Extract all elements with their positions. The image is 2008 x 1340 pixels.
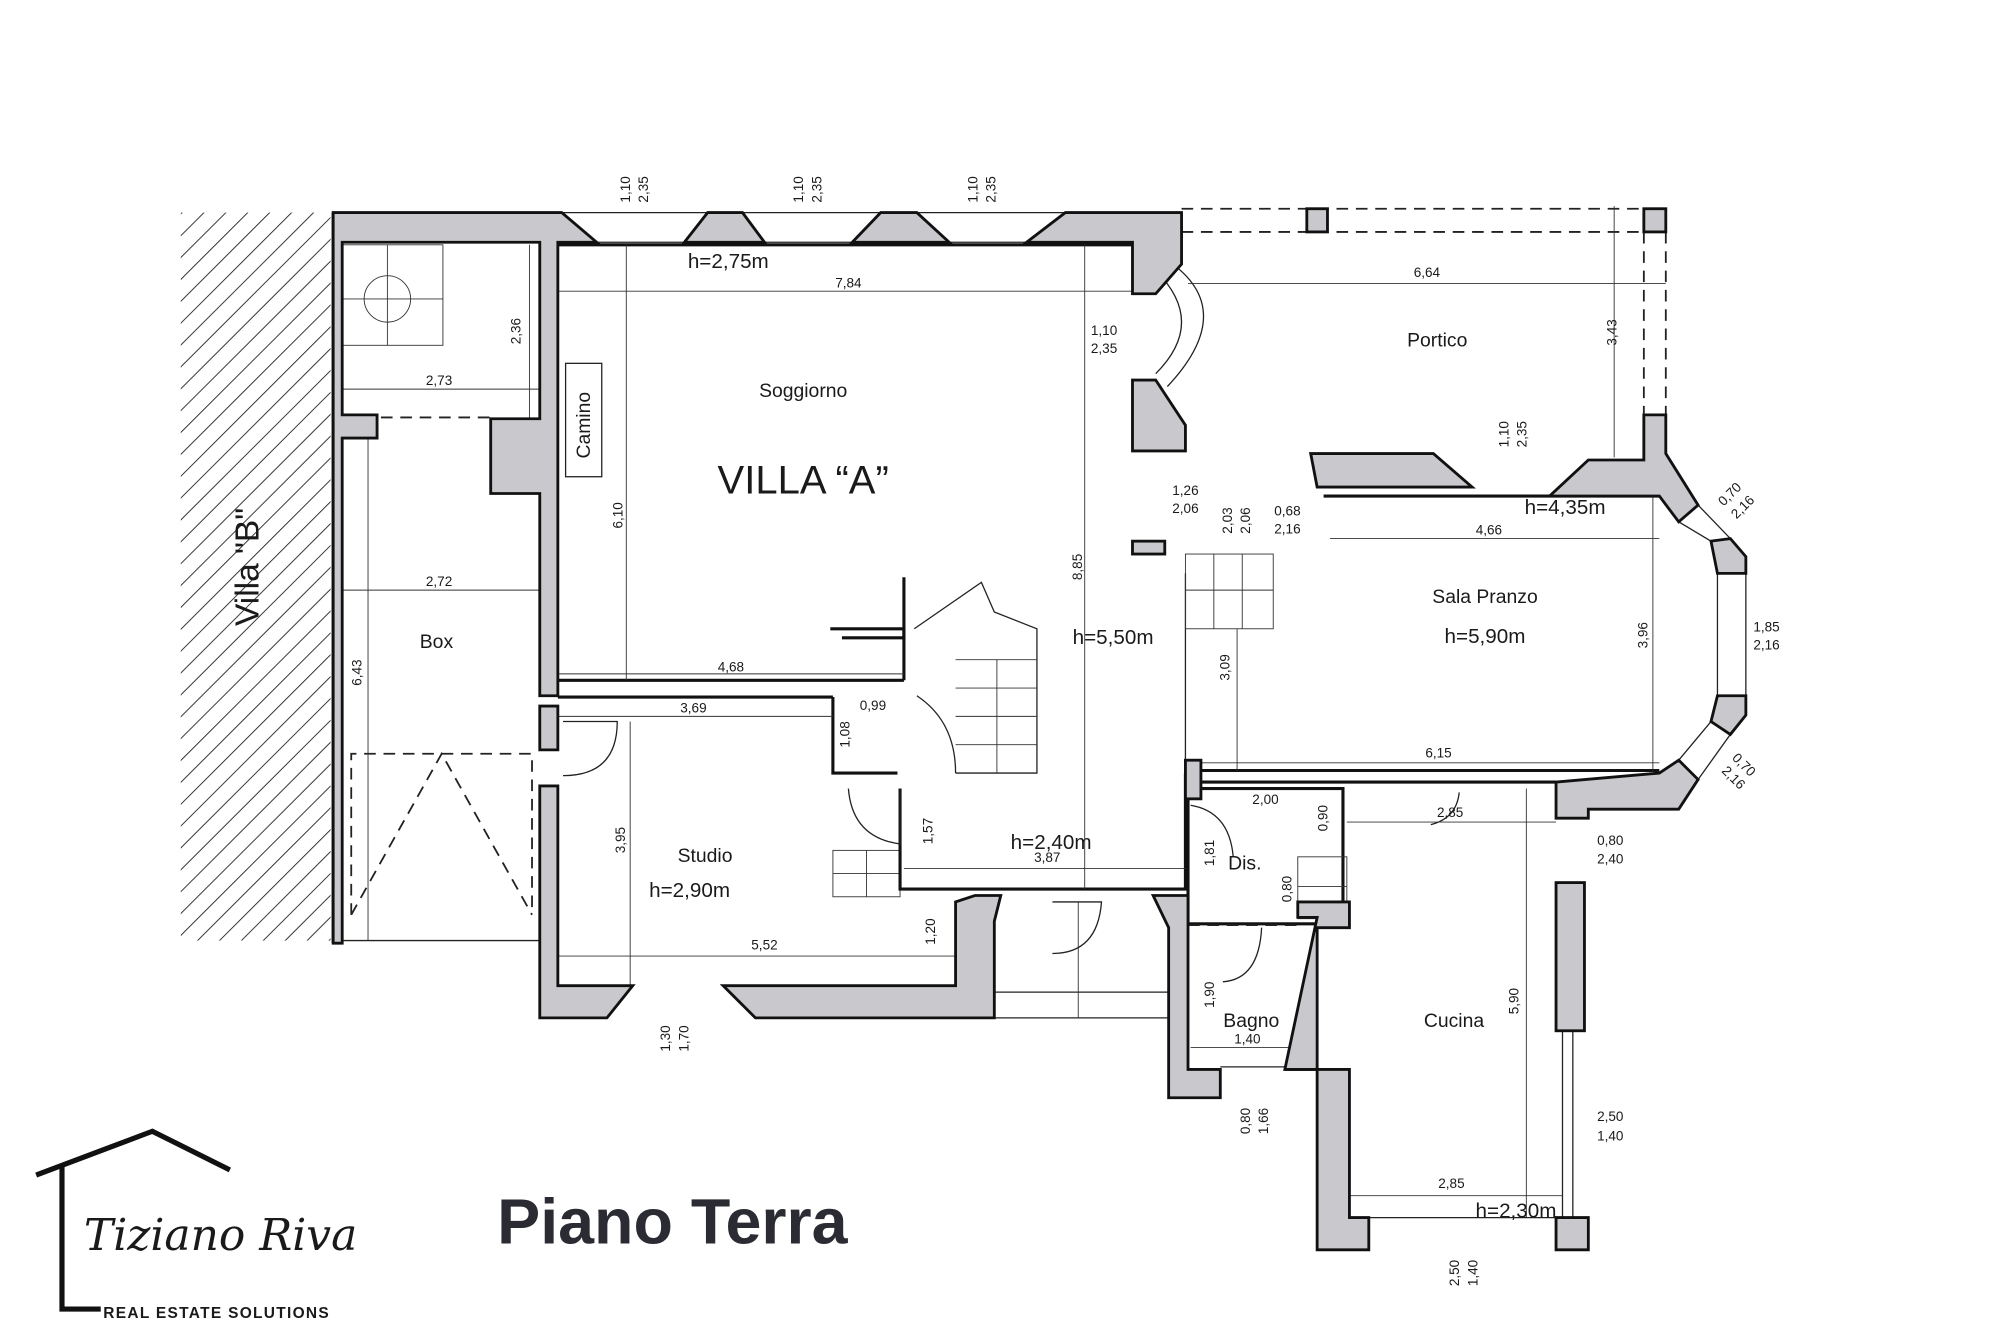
dim-label: 3,69 [680, 701, 706, 716]
dim-label: 1,08 [838, 721, 853, 747]
dim-label: 0,80 [1597, 833, 1623, 848]
dim-label: 2,06 [1238, 507, 1253, 533]
logo-name: Tiziano Riva [84, 1210, 357, 1261]
dim-label: 3,96 [1636, 622, 1651, 648]
dim-label: 2,35 [1091, 341, 1117, 356]
dim-label: 1,81 [1202, 840, 1217, 866]
room-label-camino: Camino [573, 392, 595, 459]
dim-label: 1,40 [1234, 1032, 1260, 1047]
dim-label: 0,80 [1238, 1108, 1253, 1134]
dim-label: 2,35 [809, 176, 824, 202]
dim-label: 0,99 [860, 698, 886, 713]
dim-label: 1,10 [618, 176, 633, 202]
dim-label: 1,10 [1091, 323, 1117, 338]
dim-label: 6,15 [1425, 746, 1451, 761]
dim-label: 8,85 [1070, 554, 1085, 580]
dim-label: 1,10 [791, 176, 806, 202]
height-disimpegno: h=2,40m [1011, 831, 1092, 854]
dim-label: 2,85 [1438, 1176, 1464, 1191]
dim-label: 3,95 [613, 827, 628, 853]
dim-label: 3,43 [1605, 319, 1620, 345]
dim-label: 2,35 [636, 176, 651, 202]
dim-label: 5,90 [1507, 988, 1522, 1014]
dim-label: 2,50 [1597, 1109, 1623, 1124]
dim-label: 1,20 [923, 918, 938, 944]
logo-tagline: REAL ESTATE SOLUTIONS [103, 1305, 330, 1322]
dim-label: 0,80 [1279, 876, 1294, 902]
dim-label: 2,35 [984, 176, 999, 202]
room-label-bagno: Bagno [1223, 1010, 1279, 1032]
dim-label: 2,03 [1220, 507, 1235, 533]
height-cucina: h=2,30m [1476, 1200, 1557, 1223]
dim-label: 3,09 [1217, 654, 1232, 680]
dim-label: 1,66 [1256, 1108, 1271, 1134]
dim-label: 2,35 [1514, 421, 1529, 447]
height-sala-pranzo: h=5,90m [1445, 625, 1526, 648]
dim-label: 2,72 [426, 574, 452, 589]
room-label-dis: Dis. [1228, 853, 1261, 875]
room-label-studio: Studio [678, 845, 733, 867]
room-label-box: Box [420, 631, 454, 653]
dim-label: 1,30 [658, 1025, 673, 1051]
dim-label: 2,16 [1274, 521, 1300, 536]
dim-label: 4,68 [718, 659, 744, 674]
dim-label: 1,10 [966, 176, 981, 202]
company-logo: Tiziano Riva REAL ESTATE SOLUTIONS [35, 1128, 357, 1322]
room-label-sala-pranzo: Sala Pranzo [1432, 586, 1537, 608]
dim-label: 5,52 [751, 938, 777, 953]
room-label-portico: Portico [1407, 330, 1467, 352]
height-portico: h=4,35m [1525, 496, 1606, 519]
dim-label: 2,00 [1252, 792, 1278, 807]
villa-b-label: Villa "B" [229, 508, 266, 626]
walls [331, 207, 1748, 1252]
height-studio: h=2,90m [649, 879, 730, 902]
room-label-cucina: Cucina [1424, 1010, 1484, 1032]
dim-label: 0,90 [1315, 805, 1330, 831]
dim-label: 2,50 [1447, 1260, 1462, 1286]
villa-b-hatch [180, 212, 331, 941]
dim-label: 1,85 [1753, 619, 1779, 634]
dim-label: 1,26 [1172, 483, 1198, 498]
dim-label: 1,40 [1465, 1260, 1480, 1286]
dim-label: 0,68 [1274, 503, 1300, 518]
dim-label: 1,57 [920, 818, 935, 844]
dimension-labels: 1,10 2,35 1,10 2,35 1,10 2,35 7,84 1,10 … [350, 176, 1780, 1286]
height-ingresso: h=5,50m [1073, 626, 1154, 649]
dim-label: 2,36 [508, 318, 523, 344]
floor-title: Piano Terra [497, 1185, 849, 1257]
dim-label: 2,85 [1437, 805, 1463, 820]
dim-label: 1,10 [1496, 421, 1511, 447]
dim-label: 1,40 [1597, 1128, 1623, 1143]
height-soggiorno: h=2,75m [688, 250, 769, 273]
room-label-soggiorno: Soggiorno [759, 380, 847, 402]
dim-label: 2,73 [426, 373, 452, 388]
dim-label: 4,66 [1476, 523, 1502, 538]
dim-label: 3,87 [1034, 850, 1060, 865]
dim-label: 6,64 [1414, 265, 1441, 280]
dim-label: 2,06 [1172, 501, 1198, 516]
dim-label: 1,70 [676, 1025, 691, 1051]
villa-a-label: VILLA “A” [718, 459, 889, 503]
dim-label: 2,16 [1753, 637, 1779, 652]
dim-label: 6,10 [610, 502, 625, 528]
dim-label: 1,90 [1202, 982, 1217, 1008]
dim-label: 7,84 [835, 275, 862, 290]
dim-label: 2,40 [1597, 851, 1623, 866]
dim-label: 6,43 [350, 659, 365, 685]
